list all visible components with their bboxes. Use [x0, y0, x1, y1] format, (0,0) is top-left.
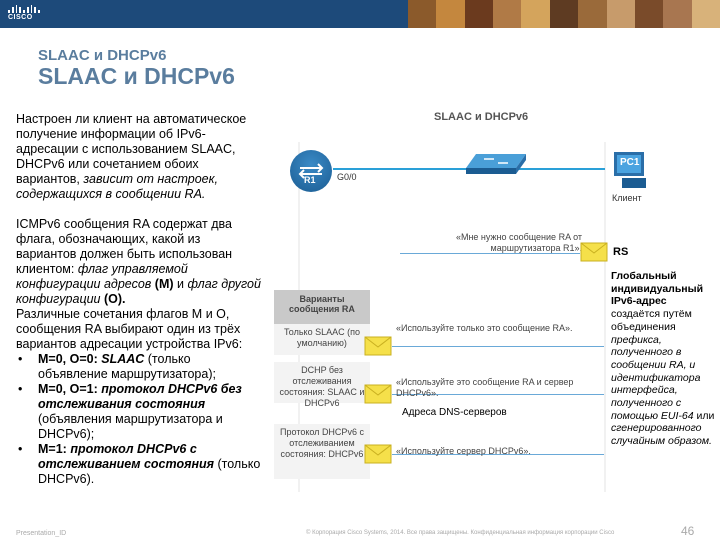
cisco-logo: CISCO	[8, 5, 41, 23]
paragraph-2: ICMPv6 сообщения RA содержат два флага, …	[16, 217, 261, 306]
banner-photos	[408, 0, 720, 28]
diagram-title: SLAAC и DHCPv6	[434, 111, 529, 123]
list-item: M=1: протокол DHCPv6 с отслеживанием сос…	[18, 442, 262, 487]
ra-arrow	[392, 394, 604, 395]
slide-subtitle: SLAAC и DHCPv6	[38, 47, 167, 64]
page-number: 46	[681, 524, 695, 538]
ra-arrow	[392, 346, 604, 347]
rs-arrow	[400, 253, 580, 254]
router-label: R1	[304, 175, 316, 185]
footer-copyright: © Корпорация Cisco Systems, 2014. Все пр…	[306, 530, 615, 536]
slide-title: SLAAC и DHCPv6	[38, 63, 235, 89]
dns-label: Адреса DNS-серверов	[402, 407, 507, 418]
flag-list: M=0, O=0: SLAAC (только объявление маршр…	[16, 352, 262, 487]
address-heading: Глобальный индивидуальный IPv6-адрес	[611, 270, 704, 308]
interface-label: G0/0	[337, 172, 357, 182]
top-banner: CISCO	[0, 0, 720, 28]
client-timeline	[604, 142, 606, 492]
row-message-stateful: «Используйте сервер DHCPv6».	[396, 446, 531, 456]
envelope-icon	[364, 336, 392, 356]
router-icon	[290, 150, 332, 192]
rs-request-message: «Мне нужно сообщение RA от маршрутизатор…	[455, 232, 582, 253]
footer-presentation-id: Presentation_ID	[16, 530, 67, 537]
paragraph-1: Настроен ли клиент на автоматическое пол…	[16, 112, 247, 201]
right-text-block: Глобальный индивидуальный IPv6-адрес соз…	[611, 270, 715, 448]
row-label-stateless: DCHP без отслеживания состояния: SLAAC и…	[274, 362, 370, 408]
paragraph-3: Различные сочетания флагов M и O, сообще…	[16, 307, 243, 351]
row-message-slaac: «Используйте только это сообщение RA».	[396, 323, 573, 333]
client-label: Клиент	[612, 193, 642, 203]
rs-label: RS	[613, 246, 629, 258]
switch-icon	[466, 154, 526, 174]
variants-header: Варианты сообщения RA	[274, 290, 370, 324]
envelope-icon	[364, 444, 392, 464]
envelope-icon	[580, 242, 608, 262]
ra-arrow	[392, 454, 604, 455]
list-item: M=0, O=1: протокол DHCPv6 без отслеживан…	[18, 382, 262, 442]
envelope-icon	[364, 384, 392, 404]
row-message-stateless: «Используйте это сообщение RA и сервер D…	[396, 377, 574, 398]
left-text-block: Настроен ли клиент на автоматическое пол…	[16, 112, 262, 487]
pc-icon	[614, 152, 646, 188]
row-label-stateful: Протокол DHCPv6 с отслеживанием состояни…	[274, 424, 370, 479]
list-item: M=0, O=0: SLAAC (только объявление маршр…	[18, 352, 262, 382]
pc-label: PC1	[620, 157, 640, 168]
row-label-slaac: Только SLAAC (по умолчанию)	[274, 324, 370, 355]
